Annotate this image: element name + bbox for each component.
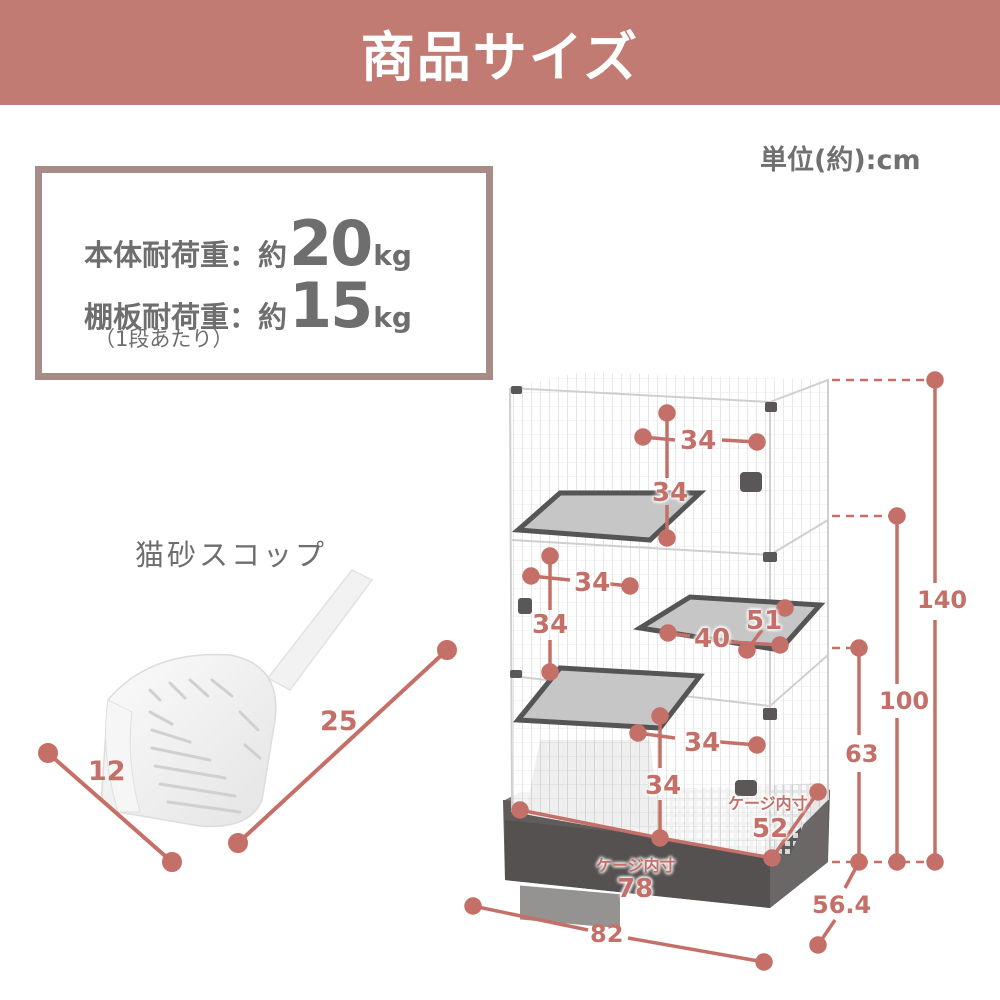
load-spec-box: 本体耐荷重：約 20 kg 棚板耐荷重：約 15 kg （1段あたり）: [35, 166, 493, 380]
bottom-opening-width-label: 34: [684, 728, 721, 758]
inner-depth-label: 52: [752, 814, 789, 844]
top-opening-height-label: 34: [652, 478, 689, 508]
litter-scoop-image: [101, 569, 374, 828]
unit-note: 単位(約):cm: [760, 145, 921, 176]
height-total-label: 140: [917, 586, 968, 614]
middle-opening-width-label: 34: [574, 568, 611, 598]
body-load-label: 本体耐荷重：約: [84, 238, 288, 272]
header-banner: 商品サイズ: [0, 0, 1000, 105]
shelf-load-value: 15: [289, 269, 373, 342]
body-load-capacity: 本体耐荷重：約 20 kg: [84, 213, 412, 275]
scoop-width-label: 12: [88, 756, 126, 787]
top-opening-width-label: 34: [680, 426, 717, 456]
page-title: 商品サイズ: [360, 26, 640, 89]
shelf-load-capacity: 棚板耐荷重：約 15 kg: [84, 275, 412, 337]
shelf-width-label: 40: [694, 624, 731, 654]
height-second-tier-label: 100: [879, 687, 930, 715]
shelf-load-label: 棚板耐荷重：約: [84, 300, 288, 334]
depth-label: 56.4: [812, 891, 872, 919]
inner-width-caption: ケージ内寸: [596, 856, 676, 875]
middle-opening-height-label: 34: [532, 610, 569, 640]
scoop-title: 猫砂スコップ: [135, 538, 328, 572]
shelf-depth-label: 51: [746, 606, 783, 636]
inner-width-label: 78: [617, 874, 654, 904]
shelf-load-unit: kg: [373, 301, 412, 334]
body-load-value: 20: [289, 207, 373, 280]
bottom-opening-height-label: 34: [645, 771, 682, 801]
body-load-unit: kg: [373, 239, 412, 272]
cat-cage-image: [503, 372, 830, 929]
height-first-tier-label: 63: [845, 740, 879, 768]
scoop-length-label: 25: [320, 706, 358, 737]
inner-depth-caption: ケージ内寸: [728, 794, 808, 813]
width-label: 82: [590, 920, 624, 948]
shelf-load-note: （1段あたり）: [94, 327, 234, 351]
